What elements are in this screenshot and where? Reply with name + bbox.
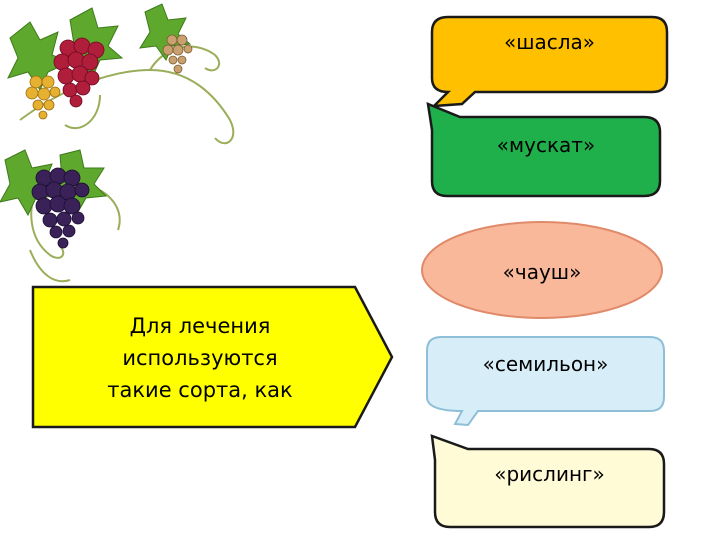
variety-label-risling: «рислинг» [494, 462, 605, 486]
variety-label-semilyon: «семильон» [482, 352, 609, 376]
callout-semilyon-shape [426, 336, 665, 427]
grape-vine-decoration [0, 3, 235, 283]
callout-muskat-shape [426, 102, 662, 198]
vine-leaf-icon [0, 149, 60, 217]
main-text-line: используются [122, 345, 278, 370]
gold-grape-cluster-icon [25, 75, 61, 120]
small-grape-cluster-icon [162, 34, 193, 74]
callout-shasla-shape [430, 15, 669, 108]
main-statement-text: Для лечения используются такие сорта, ка… [60, 300, 340, 415]
red-grape-cluster-icon [53, 37, 105, 108]
variety-label-chaush: «чауш» [502, 260, 582, 284]
callout-risling-shape [430, 434, 666, 529]
main-statement-shape [31, 285, 394, 429]
variety-label-shasla: «шасла» [503, 30, 596, 54]
variety-label-muskat: «мускат» [496, 133, 596, 157]
dark-grape-cluster-icon [31, 167, 90, 249]
main-text-line: такие сорта, как [107, 377, 293, 402]
ellipse-chaush-shape [421, 221, 663, 319]
main-text-line: Для лечения [129, 313, 271, 338]
